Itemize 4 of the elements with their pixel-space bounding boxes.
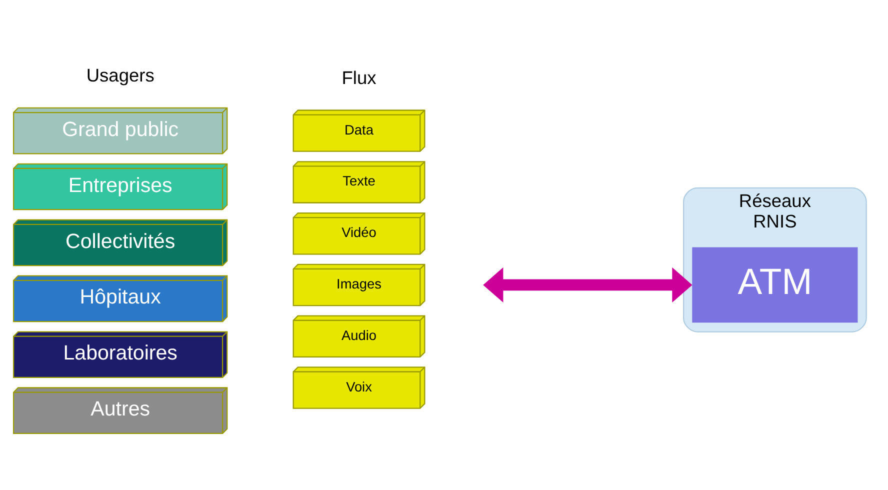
node-box: ATM — [692, 247, 858, 323]
label: Usagers — [86, 64, 154, 86]
arrow — [482, 267, 692, 303]
label: Flux — [341, 66, 376, 88]
